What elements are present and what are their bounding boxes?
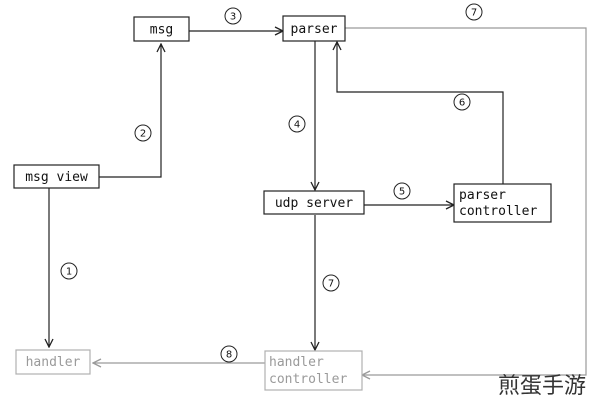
step-marker-7-bottom: 7 [322,274,340,292]
edge-parser-controller-to-parser [337,42,504,184]
node-udp-server: udp server [263,190,365,215]
node-handler-controller-label-line2: controller [269,372,347,387]
step-marker-6-label: 6 [459,98,465,109]
node-handler-controller-label-line1: handler [269,355,324,370]
step-marker-3: 3 [224,7,242,25]
edge-msg-view-to-msg [99,44,161,178]
node-handler-controller: handler controller [264,350,363,391]
step-marker-7-top-label: 7 [471,8,477,19]
edge-parser-to-handler-controller [345,27,587,375]
node-handler: handler [15,349,91,375]
step-marker-8: 8 [220,345,238,363]
step-marker-5-label: 5 [399,187,405,198]
step-marker-8-label: 8 [226,350,232,361]
node-parser-label: parser [291,22,338,37]
step-marker-1: 1 [60,262,78,280]
node-parser-controller-label-line1: parser [459,188,506,203]
step-marker-7-top: 7 [465,3,483,21]
step-marker-6: 6 [453,93,471,111]
node-parser-controller: parser controller [453,183,552,223]
node-udp-server-label: udp server [275,196,353,211]
step-marker-4: 4 [288,115,306,133]
step-marker-5: 5 [393,182,411,200]
step-marker-4-label: 4 [294,120,300,131]
step-marker-2: 2 [134,124,152,142]
node-parser-controller-label-line2: controller [459,204,537,219]
node-msg-view-label: msg view [25,170,88,185]
node-msg: msg [133,16,190,42]
watermark-text: 煎蛋手游 [498,374,586,399]
node-msg-view: msg view [13,164,100,189]
step-marker-7-bottom-label: 7 [328,279,334,290]
step-marker-1-label: 1 [66,267,72,278]
step-marker-2-label: 2 [140,129,146,140]
node-parser: parser [282,15,346,42]
step-marker-3-label: 3 [230,12,236,23]
node-handler-label: handler [26,355,81,370]
node-msg-label: msg [150,23,173,38]
